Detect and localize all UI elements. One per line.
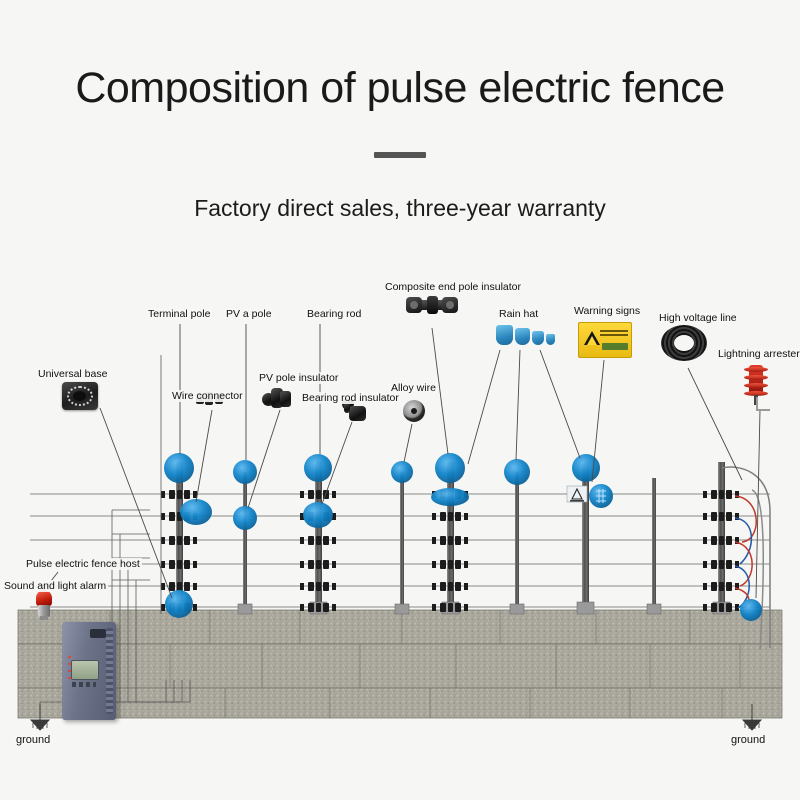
warning-sign-image: [578, 322, 632, 358]
pole-marker-grid: [596, 489, 606, 503]
callout-rain-hat: Rain hat: [497, 308, 541, 320]
ground-label-right: ground: [729, 734, 768, 746]
pulse-electric-fence-host-image: [62, 622, 116, 720]
title-divider: [374, 152, 426, 158]
ground-symbols: [29, 704, 763, 731]
fence-diagram: Universal base Terminal pole PV a pole B…: [0, 250, 800, 800]
callout-pv-pole-insulator: PV pole insulator: [257, 372, 341, 384]
callout-terminal-pole: Terminal pole: [146, 308, 213, 320]
callout-lightning-arrester: Lightning arrester: [716, 348, 800, 360]
callout-alloy-wire: Alloy wire: [389, 382, 438, 394]
sound-and-light-alarm-image: [36, 590, 52, 620]
callout-composite-end-pole-insulator: Composite end pole insulator: [383, 281, 523, 293]
alloy-wire-image: [403, 400, 425, 422]
pole-warning-sign: [566, 485, 588, 503]
high-voltage-line-image: [661, 325, 707, 361]
callout-wire-connector: Wire connector: [170, 390, 245, 402]
callout-bearing-rod-insulator: Bearing rod insulator: [300, 392, 401, 404]
universal-base-image: [62, 382, 98, 410]
diagram-svg: [17, 324, 783, 731]
callout-pulse-electric-fence-host: Pulse electric fence host: [24, 558, 142, 570]
blue-markers: [164, 453, 762, 621]
callout-bearing-rod: Bearing rod: [305, 308, 364, 320]
callout-pv-a-pole: PV a pole: [224, 308, 274, 320]
rain-hat-image: [496, 323, 556, 345]
lightning-arrester-image: [744, 363, 770, 411]
composite-end-pole-insulator-image: [406, 296, 458, 314]
callout-sound-and-light-alarm: Sound and light alarm: [2, 580, 109, 592]
pv-pole-insulator-image: [262, 388, 292, 410]
page-subtitle: Factory direct sales, three-year warrant…: [194, 195, 606, 221]
callout-universal-base: Universal base: [36, 368, 110, 380]
callout-high-voltage-line: High voltage line: [657, 312, 739, 324]
ground-label-left: ground: [14, 734, 53, 746]
wall: [17, 609, 783, 719]
callout-warning-signs: Warning signs: [572, 305, 643, 317]
page-title: Composition of pulse electric fence: [75, 64, 725, 112]
